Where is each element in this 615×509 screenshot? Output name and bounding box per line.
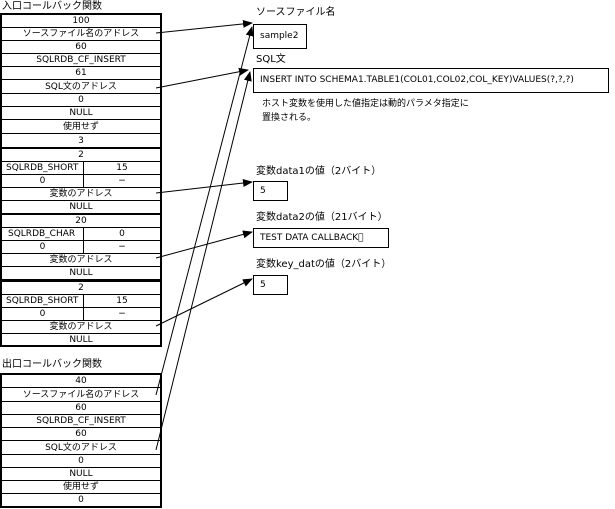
exit-callback-table: 40 ソースファイル名のアドレス 60 SQLRDB_CF_INSERT 60 … — [0, 373, 162, 508]
var2-label: 変数data2の値（21バイト） — [256, 212, 388, 223]
param1-zero: 0 — [2, 175, 84, 187]
arrow-entry-sql — [155, 67, 249, 89]
param1-count: 2 — [2, 149, 160, 162]
exit-row-9: 0 — [78, 495, 84, 505]
param1-address: 変数のアドレス — [2, 188, 160, 201]
param1-length: 15 — [116, 163, 128, 173]
entry-callback-title: 入口コールバック関数 — [2, 1, 102, 12]
param3-address: 変数のアドレス — [2, 321, 160, 334]
param2-type-row: SQLRDB_CHAR 0 — [2, 228, 160, 241]
sql-box: INSERT INTO SCHEMA1.TABLE1(COL01,COL02,C… — [253, 68, 609, 93]
arrow-param1 — [155, 179, 253, 194]
entry-row-8: 使用せず — [2, 120, 160, 134]
exit-row-1: ソースファイル名のアドレス — [2, 388, 160, 402]
param2-count: 20 — [2, 215, 160, 228]
exit-row-7: NULL — [2, 468, 160, 481]
sql-note-line1: ホスト変数を使用した値指定は動的パラメタ指定に — [262, 99, 469, 109]
param3-null: NULL — [69, 334, 93, 345]
entry-row-9: 3 — [78, 135, 84, 146]
exit-row-6: 0 — [2, 455, 160, 468]
param2-zero-row: 0 − — [2, 241, 160, 254]
entry-row-1: ソースファイル名のアドレス — [2, 28, 160, 41]
arrow-entry-source — [155, 19, 253, 34]
param1-zero-row: 0 − — [2, 175, 160, 188]
param1-dash: − — [118, 176, 126, 186]
param1-type-row: SQLRDB_SHORT 15 — [2, 162, 160, 175]
var1-label: 変数data1の値（2バイト） — [256, 166, 382, 177]
param2-type: SQLRDB_CHAR — [2, 228, 84, 240]
param3-type: SQLRDB_SHORT — [2, 295, 84, 307]
param2-address: 変数のアドレス — [2, 254, 160, 267]
param2-length: 0 — [119, 229, 125, 239]
sql-label: SQL文 — [256, 54, 286, 65]
sql-note-line2: 置換される。 — [262, 113, 317, 123]
var1-box: 5 — [253, 181, 288, 201]
arrow-exit-source — [155, 26, 254, 396]
param2-dash: − — [118, 242, 126, 252]
exit-row-0: 40 — [2, 375, 160, 388]
exit-callback-title: 出口コールバック関数 — [2, 359, 102, 370]
entry-row-5: SQL文のアドレス — [2, 80, 160, 94]
param3-length: 15 — [116, 296, 128, 306]
arrow-param3 — [155, 278, 253, 327]
param3-count: 2 — [2, 282, 160, 295]
entry-row-3: SQLRDB_CF_INSERT — [2, 54, 160, 67]
var3-label: 変数key_datの値（2バイト） — [256, 259, 392, 270]
exit-row-8: 使用せず — [2, 481, 160, 494]
arrow-param2 — [155, 230, 253, 259]
entry-row-6: 0 — [2, 94, 160, 107]
exit-row-4: 60 — [2, 428, 160, 441]
param1-null: NULL — [69, 202, 93, 212]
exit-row-3: SQLRDB_CF_INSERT — [2, 415, 160, 428]
entry-row-0: 100 — [2, 15, 160, 28]
exit-row-5: SQL文のアドレス — [2, 441, 160, 455]
param3-type-row: SQLRDB_SHORT 15 — [2, 295, 160, 308]
entry-row-7: NULL — [2, 107, 160, 120]
entry-row-2: 60 — [2, 41, 160, 54]
var2-box: TEST DATA CALLBACK  — [253, 228, 389, 248]
exit-row-2: 60 — [2, 402, 160, 415]
param1-type: SQLRDB_SHORT — [2, 162, 84, 174]
param3-dash: − — [118, 309, 126, 319]
source-file-label: ソースファイル名 — [256, 7, 336, 18]
param-block-3: 2 SQLRDB_SHORT 15 0 − 変数のアドレス NULL — [0, 280, 162, 347]
var3-box: 5 — [253, 275, 288, 295]
entry-row-4: 61 — [2, 67, 160, 80]
param3-zero-row: 0 − — [2, 308, 160, 321]
param3-zero: 0 — [2, 308, 84, 320]
param2-zero: 0 — [2, 241, 84, 253]
arrow-exit-sql — [155, 71, 252, 451]
param2-null: NULL — [69, 268, 93, 278]
